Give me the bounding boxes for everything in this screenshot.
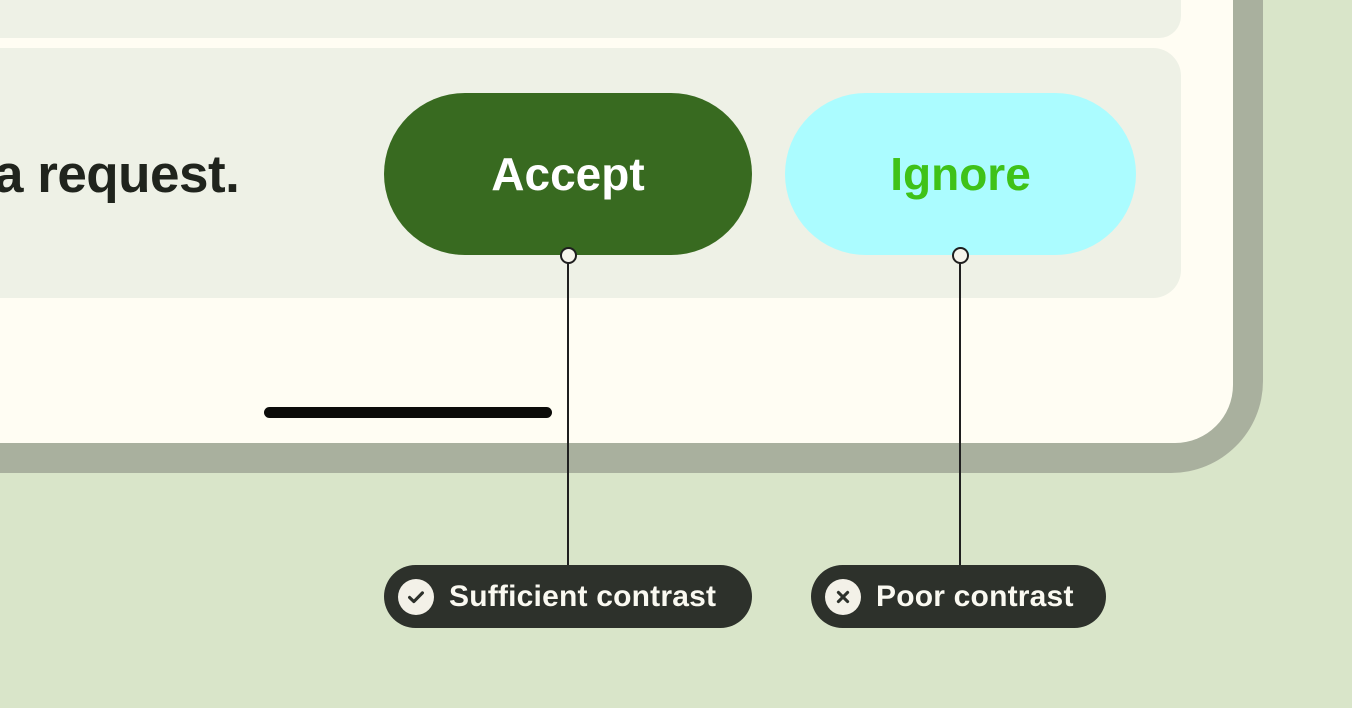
annotation-chip-sufficient-contrast: Sufficient contrast <box>384 565 752 628</box>
anchor-dot-poor <box>952 247 969 264</box>
annotation-label: Sufficient contrast <box>449 579 717 613</box>
ignore-button-label: Ignore <box>890 148 1031 200</box>
annotation-chip-poor-contrast: Poor contrast <box>811 565 1106 628</box>
accept-button-label: Accept <box>491 148 645 200</box>
leader-line-poor <box>959 262 961 565</box>
annotation-label: Poor contrast <box>876 579 1074 613</box>
ignore-button[interactable]: Ignore <box>785 93 1136 255</box>
x-icon <box>825 578 861 615</box>
notification-card-top <box>0 0 1181 38</box>
home-indicator-bar <box>264 407 552 418</box>
check-icon <box>398 578 434 615</box>
leader-line-sufficient <box>567 262 569 565</box>
anchor-dot-sufficient <box>560 247 577 264</box>
accept-button[interactable]: Accept <box>384 93 752 255</box>
notification-message: a request. <box>0 145 240 204</box>
